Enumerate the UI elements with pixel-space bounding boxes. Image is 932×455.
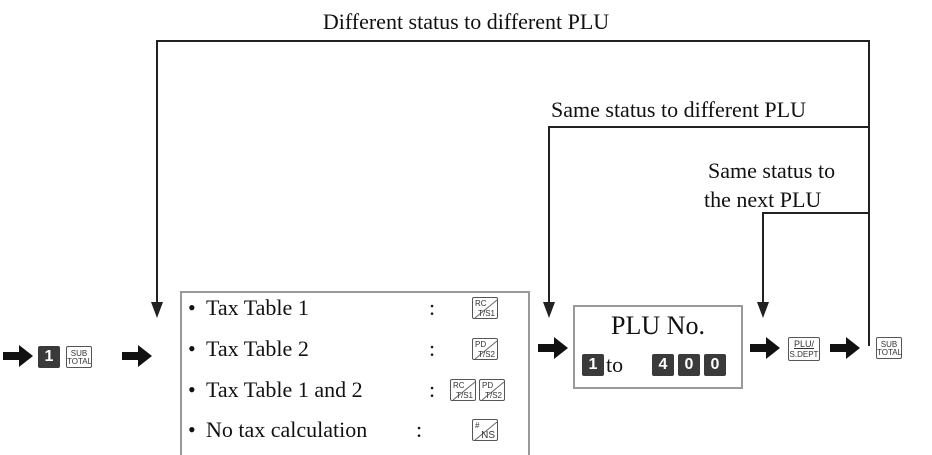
- plu-dept-key[interactable]: PLU/ S.DEPT: [788, 337, 820, 361]
- bullet: •: [188, 336, 196, 361]
- label-same-status-different-plu: Same status to different PLU: [551, 97, 806, 122]
- flow-arrow-icon: [538, 337, 568, 359]
- pd-label: PD: [482, 381, 494, 390]
- subtotal-key-top: SUB: [70, 349, 88, 358]
- hash-label: #: [475, 421, 480, 430]
- flow-arrow-icon: [750, 337, 780, 359]
- plu-title: PLU No.: [611, 311, 705, 340]
- tax-option-row: • Tax Table 1 : RC T/S1: [182, 294, 532, 322]
- numkey-0[interactable]: 0: [678, 354, 700, 376]
- tax-option-label: No tax calculation: [206, 417, 368, 442]
- tax-option-label: Tax Table 1: [206, 295, 309, 320]
- rc-label: RC: [475, 299, 487, 308]
- tax-option-label: Tax Table 1 and 2: [206, 377, 363, 402]
- to-text: to: [606, 352, 624, 377]
- rc-ts1-key[interactable]: RC T/S1: [450, 379, 476, 401]
- end-subtotal-key[interactable]: SUB TOTAL: [876, 337, 902, 359]
- pd-label: PD: [475, 340, 487, 349]
- end-subtotal-key-top: SUB: [880, 340, 898, 349]
- tax-option-label: Tax Table 2: [206, 336, 309, 361]
- numkey-1[interactable]: 1: [38, 346, 60, 368]
- numkey-1[interactable]: 1: [582, 354, 604, 376]
- loop-different-status: [156, 40, 870, 346]
- colon: :: [416, 417, 423, 442]
- label-different-status: Different status to different PLU: [322, 9, 610, 34]
- plu-number-box: PLU No. 1 to 4 0 0: [573, 305, 743, 389]
- numkey-4[interactable]: 4: [652, 354, 674, 376]
- tax-option-row: • No tax calculation : # NS: [182, 416, 532, 444]
- label-same-status-next-2: the next PLU: [704, 187, 822, 212]
- subtotal-key-bottom: TOTAL: [67, 357, 93, 366]
- bullet: •: [188, 377, 196, 402]
- loop-same-status-different-plu: [548, 126, 869, 302]
- colon: :: [429, 336, 436, 361]
- tax-option-row: • Tax Table 2 : PD T/S2: [182, 335, 532, 363]
- pd-ts2-key[interactable]: PD T/S2: [479, 379, 505, 401]
- bullet: •: [188, 295, 196, 320]
- ts1-label: T/S1: [478, 309, 495, 318]
- bullet: •: [188, 417, 196, 442]
- subtotal-key[interactable]: SUB TOTAL: [66, 346, 92, 368]
- plu-dept-key-top: PLU/: [793, 339, 814, 349]
- flow-arrow-icon: [3, 345, 33, 367]
- flow-arrow-icon: [830, 337, 860, 359]
- colon: :: [429, 377, 436, 402]
- tax-option-row: • Tax Table 1 and 2 : RC T/S1 PD T/S2: [182, 376, 532, 404]
- plu-dept-key-bottom: S.DEPT: [789, 350, 819, 359]
- tax-options-box: • Tax Table 1 : RC T/S1 • Tax Table 2 : …: [180, 291, 530, 455]
- end-subtotal-key-bottom: TOTAL: [877, 348, 903, 357]
- label-same-status-next-1: Same status to: [708, 158, 836, 183]
- numkey-0[interactable]: 0: [704, 354, 726, 376]
- rc-label: RC: [453, 381, 465, 390]
- ts2-label: T/S2: [485, 391, 502, 400]
- rc-ts1-key[interactable]: RC T/S1: [472, 297, 498, 319]
- ns-label: NS: [481, 430, 495, 441]
- loop-same-status-next-plu: [762, 212, 869, 302]
- ts2-label: T/S2: [478, 350, 495, 359]
- arrowhead-plu-entry: [543, 302, 555, 318]
- hash-ns-key[interactable]: # NS: [472, 419, 498, 441]
- flow-arrow-icon: [122, 345, 152, 367]
- pd-ts2-key[interactable]: PD T/S2: [472, 338, 498, 360]
- ts1-label: T/S1: [456, 391, 473, 400]
- arrowhead-tax-entry: [151, 302, 163, 318]
- arrowhead-plu-dept-entry: [757, 302, 769, 318]
- colon: :: [429, 295, 436, 320]
